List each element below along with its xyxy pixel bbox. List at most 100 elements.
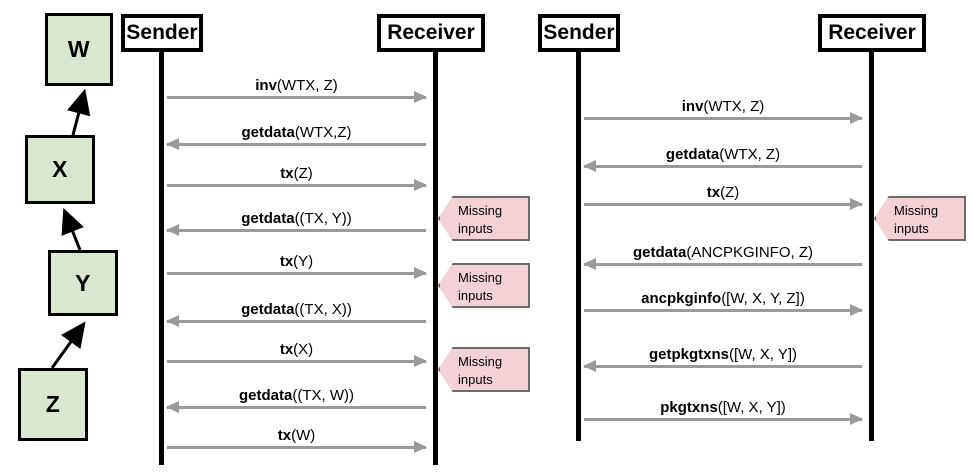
note-missing-inputs-left-1: Missing inputs <box>438 196 530 241</box>
message-command: inv <box>681 98 704 115</box>
note-text: Missing inputs <box>894 202 938 237</box>
dag-edge-x-to-w <box>67 88 91 136</box>
message-line <box>584 365 862 368</box>
actor-sender-right: Sender <box>538 14 620 52</box>
arrowhead-left-icon <box>166 315 179 327</box>
arrowhead-right-icon <box>414 441 427 453</box>
message-line <box>167 96 426 99</box>
message-line <box>167 406 426 409</box>
note-line-2: inputs <box>894 220 929 236</box>
message-command: getdata <box>241 210 295 227</box>
message-label: getpkgtxns([W, X, Y]) <box>584 347 862 362</box>
message-label: tx(X) <box>167 342 426 357</box>
message-left-2: getdata(WTX,Z) <box>166 119 426 150</box>
message-label: tx(Z) <box>584 185 862 200</box>
dag-node-label: W <box>67 36 91 62</box>
note-line-2: inputs <box>458 371 493 387</box>
arrowhead-right-icon <box>850 304 863 316</box>
message-args: ([W, X, Y, Z]) <box>721 290 805 307</box>
lifeline-sender-right <box>576 48 581 441</box>
message-right-2: getdata(WTX, Z) <box>583 141 862 172</box>
message-args: ((TX, W)) <box>292 387 354 404</box>
message-command: ancpkginfo <box>641 290 722 307</box>
message-command: getdata <box>632 244 687 261</box>
arrowhead-right-icon <box>850 198 863 210</box>
note-line-1: Missing <box>458 203 503 218</box>
message-label: tx(Z) <box>167 166 426 181</box>
message-args: ([W, X, Y]) <box>728 346 798 363</box>
arrowhead-right-icon <box>414 355 427 367</box>
message-label: pkgtxns([W, X, Y]) <box>584 400 862 415</box>
dag-edge-z-to-y <box>50 321 86 369</box>
note-missing-inputs-left-2: Missing inputs <box>438 263 530 308</box>
message-args: (X) <box>293 341 314 358</box>
message-right-7: pkgtxns([W, X, Y]) <box>584 394 863 425</box>
message-command: tx <box>280 165 294 182</box>
arrowhead-left-icon <box>166 401 179 413</box>
message-command: tx <box>279 253 294 270</box>
actor-label: Receiver <box>828 21 916 44</box>
note-missing-inputs-left-3: Missing inputs <box>438 347 530 392</box>
message-label: getdata((TX, Y)) <box>167 211 426 226</box>
arrowhead-right-icon <box>414 179 427 191</box>
arrowhead-left-icon <box>166 138 179 150</box>
message-line <box>584 263 862 266</box>
dag-node-label: Y <box>75 269 91 296</box>
message-label: inv(WTX, Z) <box>584 99 862 114</box>
message-right-3: tx(Z) <box>584 179 863 210</box>
dag-node-x: X <box>25 135 95 204</box>
arrowhead-right-icon <box>850 413 863 425</box>
message-left-9: tx(W) <box>167 422 427 453</box>
message-right-6: getpkgtxns([W, X, Y]) <box>583 341 862 372</box>
message-args: (WTX, Z) <box>703 98 765 115</box>
arrowhead-left-icon <box>166 224 179 236</box>
dag-node-w: W <box>45 13 113 86</box>
message-command: pkgtxns <box>660 399 718 416</box>
arrowhead-right-icon <box>850 112 863 124</box>
lifeline-receiver-left <box>433 48 438 465</box>
note-line-2: inputs <box>458 220 493 236</box>
message-line <box>167 360 426 363</box>
message-right-4: getdata(ANCPKGINFO, Z) <box>583 239 862 270</box>
actor-receiver-right: Receiver <box>818 14 926 52</box>
message-line <box>167 184 426 187</box>
actor-label: Receiver <box>387 21 475 44</box>
message-command: getdata <box>241 124 295 141</box>
arrowhead-right-icon <box>414 91 427 103</box>
message-args: ((TX, Y)) <box>294 210 352 227</box>
arrowhead-left-icon <box>583 360 596 372</box>
note-line-1: Missing <box>458 270 503 285</box>
message-left-1: inv(WTX, Z) <box>167 72 427 103</box>
message-line <box>584 418 862 421</box>
message-label: getdata(WTX,Z) <box>167 125 426 140</box>
message-args: (W) <box>291 427 316 444</box>
dag-edges <box>50 88 91 369</box>
message-command: getdata <box>241 301 295 318</box>
dag-node-z: Z <box>18 368 88 441</box>
lifeline-receiver-right <box>869 48 874 441</box>
message-line <box>167 272 426 275</box>
note-line-2: inputs <box>458 287 493 303</box>
message-line <box>584 203 862 206</box>
message-command: tx <box>277 427 292 444</box>
message-args: (WTX,Z) <box>294 124 352 141</box>
message-left-6: getdata((TX, X)) <box>166 296 426 327</box>
arrowhead-left-icon <box>583 160 596 172</box>
message-label: getdata(ANCPKGINFO, Z) <box>584 245 862 260</box>
message-label: tx(Y) <box>167 254 426 269</box>
message-left-4: getdata((TX, Y)) <box>166 205 426 236</box>
message-label: inv(WTX, Z) <box>167 78 426 93</box>
message-line <box>167 229 426 232</box>
message-args: (Z) <box>720 184 740 201</box>
message-command: getpkgtxns <box>648 346 729 363</box>
message-line <box>584 165 862 168</box>
message-command: inv <box>255 77 277 94</box>
message-command: tx <box>279 341 294 358</box>
message-command: getdata <box>665 146 720 163</box>
dag-node-label: Z <box>45 391 61 417</box>
actor-sender-left: Sender <box>121 14 203 52</box>
actor-label: Sender <box>543 21 615 44</box>
message-label: tx(W) <box>167 428 426 443</box>
note-line-1: Missing <box>458 354 503 369</box>
